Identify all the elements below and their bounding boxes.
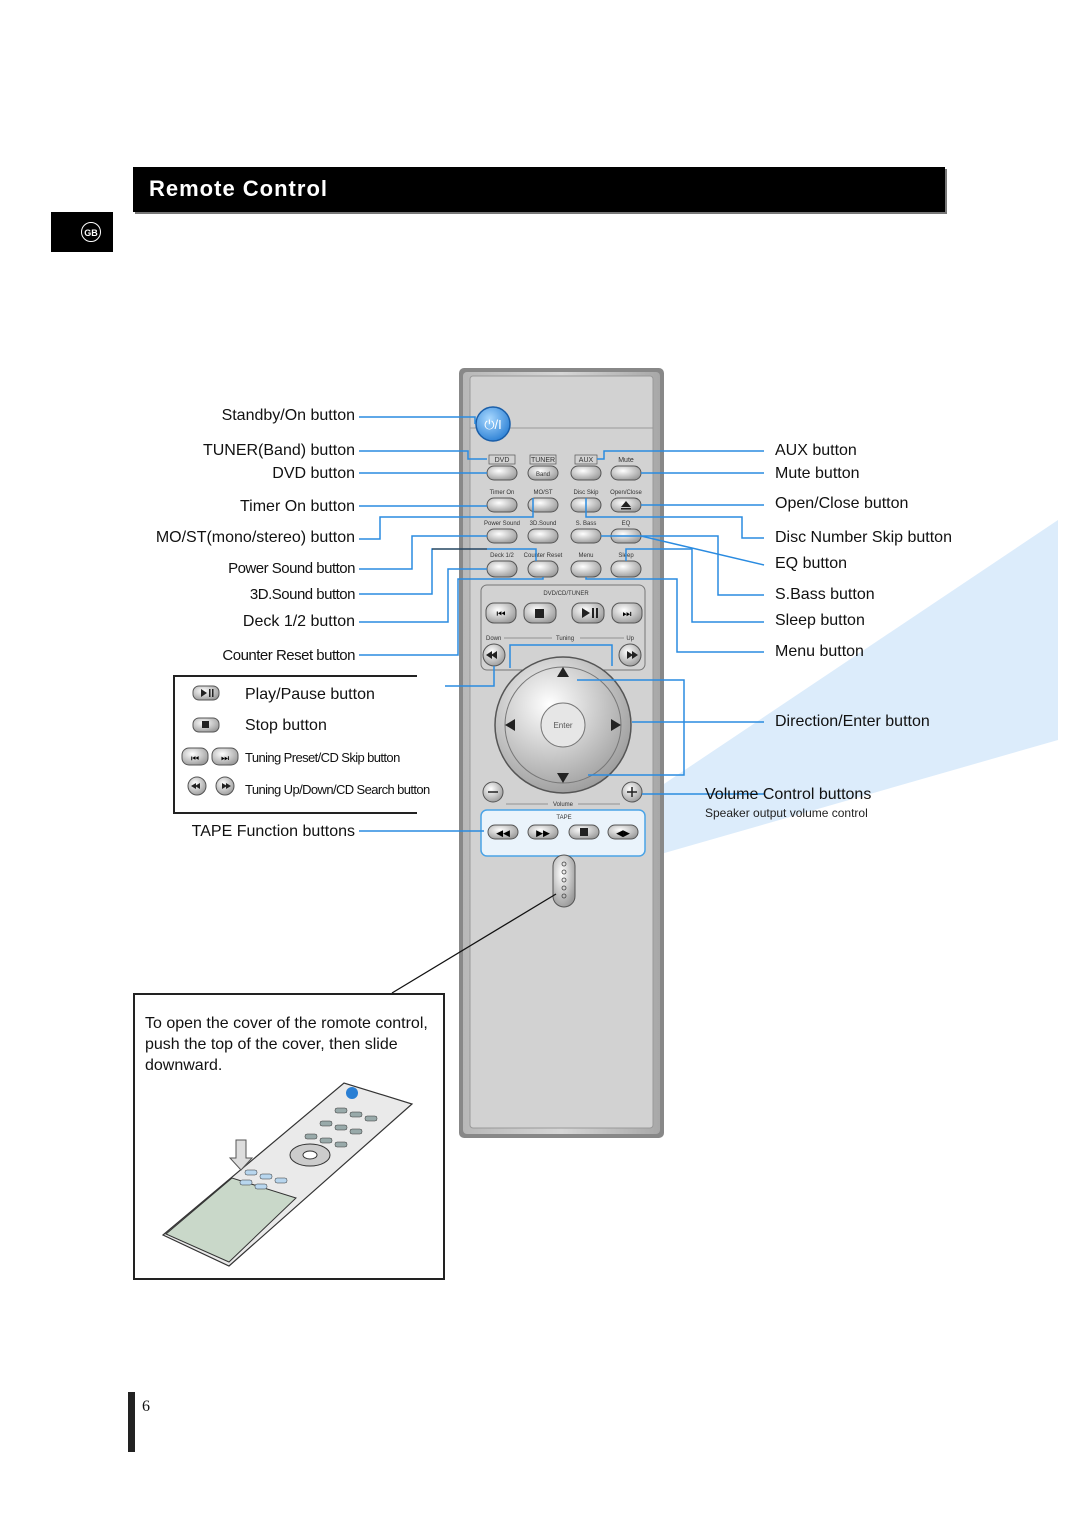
cover-instruction-box: To open the cover of the romote control,…	[133, 993, 445, 1280]
stop-label: Stop button	[245, 717, 327, 734]
tape-function-label: TAPE Function buttons	[191, 823, 355, 840]
sbass-label: S.Bass button	[775, 586, 875, 603]
svg-text:⏭: ⏭	[623, 609, 632, 620]
svg-text:▶▶: ▶▶	[536, 828, 550, 838]
open-close-key-label: Open/Close	[610, 490, 642, 496]
page-title: Remote Control	[149, 176, 328, 201]
disc-skip-label: Disc Number Skip button	[775, 529, 952, 546]
volume-sub-label: Speaker output volume control	[705, 806, 868, 820]
3d-sound-label: 3D.Sound button	[249, 586, 356, 603]
dvd-key-label: DVD	[495, 457, 510, 464]
volume-label: Volume	[553, 802, 574, 808]
tape-label: TAPE	[556, 815, 571, 821]
region-tab: GB	[51, 212, 113, 252]
most-key-label: MO/ST	[534, 490, 553, 496]
eq-label: EQ button	[775, 555, 848, 572]
tuning-updown-label: Tuning Up/Down/CD Search button	[245, 782, 430, 797]
page-number-bar	[128, 1392, 135, 1452]
standby-symbol: ⏻/I	[484, 417, 502, 432]
section-title-bar: Remote Control	[133, 167, 945, 212]
zoom-cone	[640, 520, 1058, 860]
mute-label: Mute button	[775, 465, 860, 482]
page-number: 6	[142, 1398, 150, 1415]
cover-slider	[552, 854, 576, 908]
down-label: Down	[486, 636, 501, 642]
svg-text:⏮: ⏮	[497, 609, 506, 620]
button-row-4	[486, 560, 642, 578]
sleep-label: Sleep button	[775, 612, 865, 629]
up-label: Up	[626, 636, 634, 642]
sbass-key-label: S. Bass	[576, 521, 597, 527]
enter-key-label: Enter	[553, 721, 572, 730]
counter-reset-label: Counter Reset button	[222, 647, 355, 664]
button-legend	[173, 675, 417, 814]
aux-label: AUX button	[775, 442, 857, 459]
svg-text:⏮: ⏮	[191, 753, 199, 763]
standby-button	[475, 406, 511, 442]
power-sound-label: Power Sound button	[228, 560, 355, 577]
counter-reset-key-label: Counter Reset	[524, 553, 563, 559]
cover-instruction-text: To open the cover of the romote control,…	[145, 1015, 428, 1074]
aux-key-label: AUX	[579, 457, 594, 464]
timer-on-key-label: Timer On	[490, 490, 515, 496]
svg-text:◀◀: ◀◀	[496, 828, 510, 838]
tape-buttons: ◀◀ ▶▶ ◀▶	[487, 824, 639, 840]
most-label: MO/ST(mono/stereo) button	[155, 529, 355, 546]
3d-sound-key-label: 3D.Sound	[530, 521, 557, 527]
button-row-1: Band	[486, 465, 642, 481]
legend-icons: ⏮ ⏭	[181, 685, 239, 796]
transport-buttons: ⏮ ⏭	[485, 602, 643, 624]
button-row-3	[486, 528, 642, 544]
standby-label: Standby/On button	[221, 407, 355, 424]
direction-enter-label: Direction/Enter button	[775, 713, 930, 730]
band-key-label: Band	[536, 472, 550, 478]
tuning-label: Tuning	[556, 636, 574, 642]
menu-label: Menu button	[775, 643, 864, 660]
deck-key-label: Deck 1/2	[490, 553, 514, 559]
cover-diagram	[161, 1082, 414, 1267]
eq-key-label: EQ	[622, 521, 631, 527]
tuner-band-label: TUNER(Band) button	[202, 442, 355, 459]
open-close-label: Open/Close button	[775, 495, 909, 512]
power-sound-key-label: Power Sound	[484, 521, 520, 527]
dvd-cd-tuner-label: DVD/CD/TUNER	[543, 591, 589, 597]
tuner-key-label: TUNER	[531, 457, 555, 464]
volume-control-label: Volume Control buttons	[705, 786, 872, 803]
svg-text:⏭: ⏭	[221, 753, 229, 763]
disc-skip-key-label: Disc Skip	[573, 490, 599, 496]
mute-key-label: Mute	[618, 457, 634, 464]
play-pause-label: Play/Pause button	[245, 686, 375, 703]
tuning-preset-label: Tuning Preset/CD Skip button	[245, 750, 400, 765]
dvd-label: DVD button	[272, 465, 355, 482]
enter-button	[540, 702, 586, 748]
timer-on-label: Timer On button	[239, 498, 355, 515]
deck-label: Deck 1/2 button	[242, 613, 355, 630]
region-badge: GB	[81, 222, 101, 242]
svg-text:◀▶: ◀▶	[616, 828, 630, 838]
menu-key-label: Menu	[578, 553, 593, 559]
